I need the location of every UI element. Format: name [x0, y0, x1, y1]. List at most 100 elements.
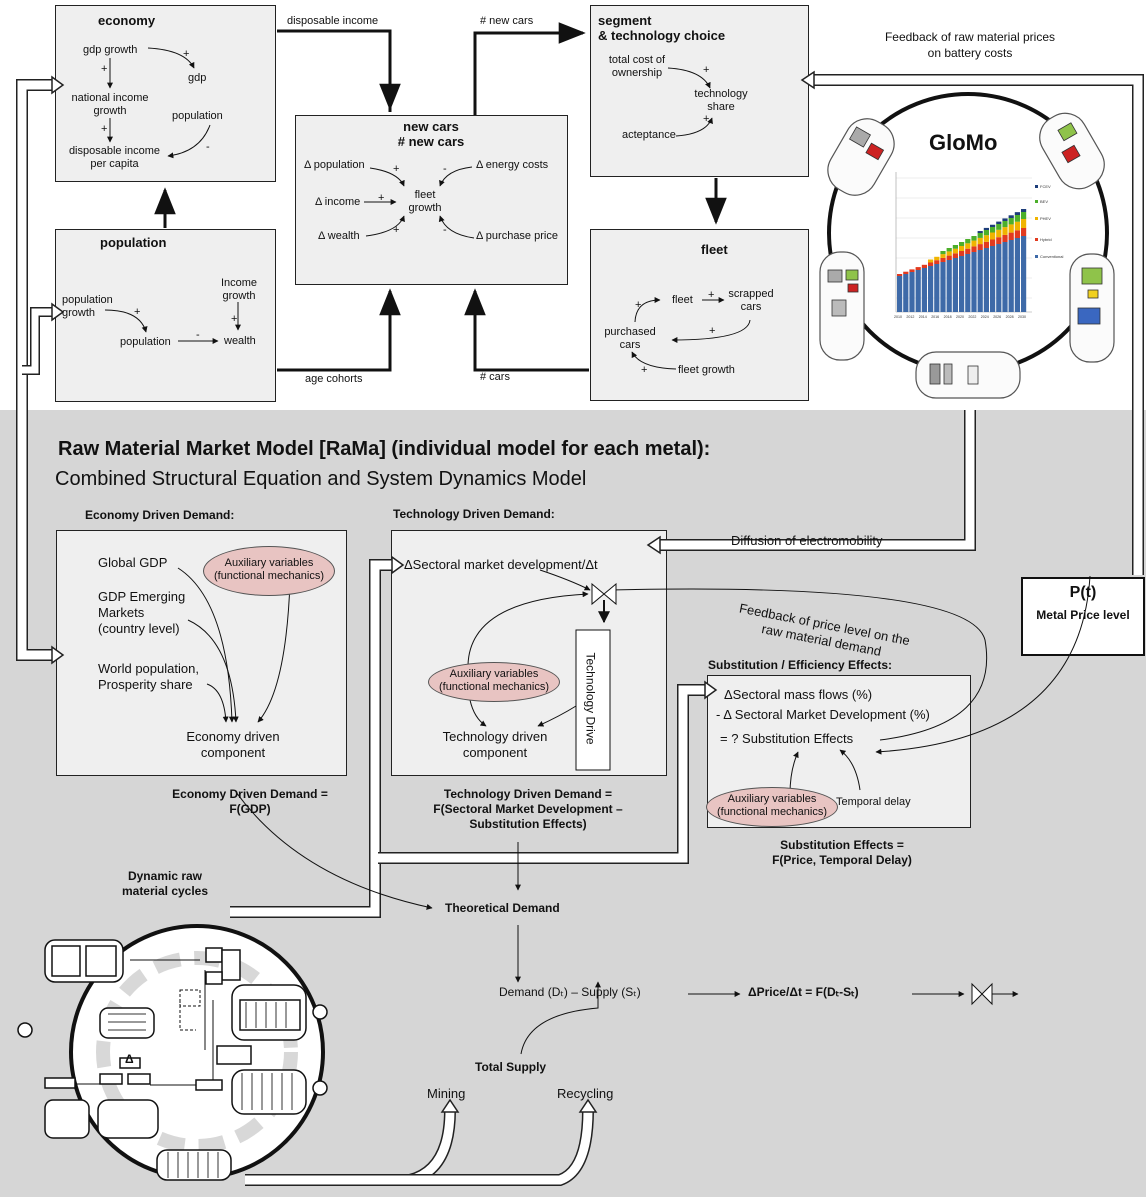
mini-chart-bar: [952, 258, 958, 312]
income-growth-label: Income growth: [220, 277, 258, 302]
mini-chart-bar: [996, 237, 1002, 244]
minus-sign: -: [206, 141, 210, 153]
population-box: [55, 229, 276, 402]
mini-chart-bar: [934, 256, 940, 261]
mini-chart-legend-label: PHEV: [1040, 216, 1051, 221]
economy-demand-formula: Economy Driven Demand = F(GDP): [172, 787, 328, 816]
population-node-label: population: [120, 336, 171, 348]
mini-chart-bar: [971, 246, 977, 252]
mini-chart-bar: [952, 248, 958, 254]
hollow-flows: [16, 74, 1144, 1186]
delta-energy-costs-label: Δ energy costs: [476, 159, 549, 171]
rama-title: Raw Material Market Model [RaMa] (indivi…: [58, 438, 711, 460]
technology-drive-box: [575, 629, 611, 771]
mini-chart-bar: [965, 239, 971, 244]
segment-title: segment & technology choice: [598, 13, 726, 43]
mini-chart-bar: [897, 276, 903, 312]
gdp-emerging-label: GDP Emerging Markets (country level): [98, 589, 186, 636]
economy-aux-variables: Auxiliary variables (functional mechanic…: [203, 546, 335, 596]
valve-symbols: [591, 582, 993, 1006]
mini-chart-bar: [971, 240, 977, 247]
gdp-label: gdp: [188, 72, 207, 84]
tco-label: total cost of ownership: [608, 54, 666, 79]
mini-chart-legend-label: Hybrid: [1040, 237, 1052, 242]
population-growth-label: population growth: [62, 294, 113, 319]
feedback-battery-label: Feedback of raw material prices on batte…: [884, 30, 1056, 60]
newcars-inner-arrows: [364, 166, 475, 239]
raw-material-cycle-circle: [17, 924, 328, 1181]
acceptance-label: acteptance: [622, 129, 676, 141]
mini-chart-bar: [990, 239, 996, 246]
mini-chart-bar: [996, 229, 1002, 238]
new-cars-box: [295, 115, 568, 285]
mini-chart-bar: [1002, 242, 1008, 312]
mini-chart-bar: [921, 264, 927, 268]
mini-chart-bar: [1002, 227, 1008, 235]
mini-chart-year-label: 2014: [919, 315, 927, 319]
fleet-node-label: fleet: [672, 294, 693, 306]
mini-chart-bar: [903, 274, 909, 312]
scrapped-cars-label: scrapped cars: [728, 288, 774, 313]
delta-population-label: Δ population: [304, 159, 365, 171]
mini-chart-bar: [1008, 215, 1014, 218]
mini-chart-legend-swatch: [1035, 238, 1038, 241]
mini-chart-bar: [1014, 215, 1020, 222]
demand-supply-label: Demand (Dₜ) – Supply (Sₜ): [499, 985, 641, 999]
global-gdp-label: Global GDP: [98, 555, 168, 570]
new-cars-title: new cars # new cars: [397, 119, 465, 149]
mini-chart-legend-label: Conventional: [1040, 254, 1063, 259]
mini-chart-bar: [909, 272, 915, 312]
minus-sign: -: [443, 163, 447, 175]
mini-chart-year-label: 2016: [931, 315, 939, 319]
mini-chart-bar: [971, 236, 977, 241]
mini-chart-bar: [940, 254, 946, 258]
mini-chart-bar: [903, 271, 909, 274]
hollow-arrowheads: [51, 70, 815, 1113]
mini-chart-bar: [971, 252, 977, 312]
plus-sign: +: [703, 113, 710, 125]
mini-chart-bar: [1021, 212, 1027, 219]
substitution-box: [707, 675, 971, 828]
mini-chart-year-label: 2020: [956, 315, 964, 319]
glomo-label: GloMo: [929, 130, 998, 155]
mini-chart-bar: [1008, 218, 1014, 225]
rama-inner-arrows: [177, 567, 1091, 1055]
mini-chart-bar: [1002, 218, 1008, 221]
plus-sign: +: [709, 325, 716, 337]
mini-chart-bar: [959, 256, 965, 312]
mini-chart-bar: [977, 233, 983, 238]
mini-chart-bar: [983, 235, 989, 242]
minus-sign: -: [196, 329, 200, 341]
sectoral-market-dev-pct-label: - Δ Sectoral Market Development (%): [716, 707, 930, 722]
mini-chart-year-label: 2012: [906, 315, 914, 319]
delta-income-label: Δ income: [315, 196, 361, 208]
mini-chart-bar: [946, 248, 952, 252]
link-new-cars: # new cars: [480, 15, 534, 27]
plus-sign: +: [703, 64, 710, 76]
rama-subtitle: Combined Structural Equation and System …: [55, 468, 587, 490]
plus-sign: +: [393, 163, 400, 175]
technology-aux-variables: Auxiliary variables (functional mechanic…: [428, 662, 560, 702]
mini-chart-bar: [897, 274, 903, 276]
mini-chart-bar: [977, 231, 983, 233]
total-supply-label: Total Supply: [475, 1060, 547, 1074]
pt-label: P(t): [1069, 584, 1097, 601]
plus-sign: +: [134, 306, 141, 318]
mini-chart-bar: [934, 264, 940, 312]
mini-chart-bar: [965, 254, 971, 312]
mini-chart-bar: [946, 260, 952, 312]
purchased-cars-label: purchased cars: [604, 326, 656, 351]
mini-chart-bar: [990, 246, 996, 312]
plus-sign: +: [393, 224, 400, 236]
fleet-growth-label: fleet growth: [678, 364, 735, 376]
recycling-label: Recycling: [557, 1086, 614, 1101]
plus-sign: +: [635, 299, 642, 311]
mini-chart-bar: [977, 237, 983, 245]
gdp-growth-label: gdp growth: [83, 44, 138, 56]
mini-chart-bar: [996, 221, 1002, 224]
plus-sign: +: [183, 48, 190, 60]
mini-chart-bar: [1021, 228, 1027, 236]
mini-chart-bar: [1021, 236, 1027, 312]
